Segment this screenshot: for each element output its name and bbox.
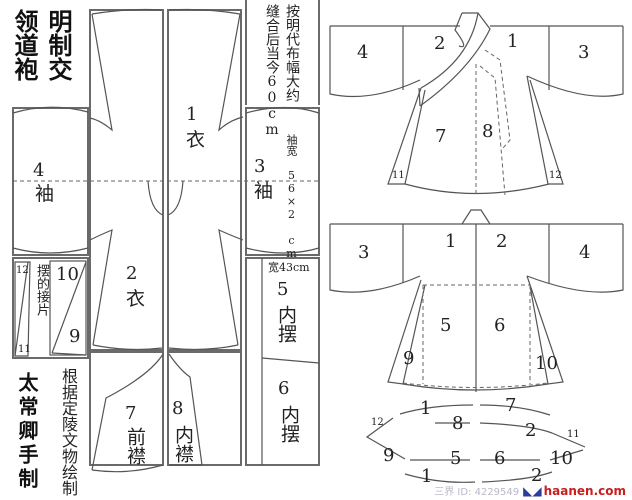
back-label-10: 10	[535, 353, 558, 374]
piece-4-number: 4	[33, 160, 45, 181]
piece-8-name: 内襟	[172, 425, 194, 463]
back-label-3: 3	[358, 242, 370, 263]
front-label-3: 3	[578, 42, 590, 63]
piece-4-sleeve-outline	[12, 106, 320, 256]
watermark: 三界 ID: 4229549◣◢haanen.com	[434, 483, 626, 498]
hem-label-2-bottom: 2	[531, 465, 543, 486]
piece-3-name: 袖	[254, 180, 274, 202]
gusset-10-label: 10	[56, 264, 79, 285]
hem-label-2-top: 2	[525, 420, 537, 441]
piece-2-name: 衣	[126, 288, 146, 310]
hem-label-1-bottom: 1	[421, 466, 433, 487]
hem-view-curves	[365, 404, 586, 483]
watermark-faint-text: 三界 ID: 4229549	[434, 487, 520, 498]
back-view-robe	[329, 209, 624, 392]
front-label-1: 1	[507, 31, 519, 52]
hem-label-1-top: 1	[420, 398, 432, 419]
title-col-right: 明制交	[44, 9, 72, 81]
piece-1-name: 衣	[186, 129, 206, 151]
gusset-11-label: 11	[18, 344, 31, 355]
piece-5-number: 5	[277, 279, 289, 300]
piece-6-number: 6	[278, 378, 290, 399]
back-label-2: 2	[496, 231, 508, 252]
hem-label-7: 7	[505, 395, 517, 416]
piece-7-number: 7	[125, 403, 137, 424]
piece-7-name: 前襟	[124, 427, 146, 465]
piece-6-name: 内摆	[278, 405, 300, 443]
piece-3-number: 3	[254, 156, 266, 177]
gusset-caption: 摆的接片	[34, 264, 49, 316]
hem-label-9: 9	[383, 445, 395, 466]
front-label-7: 7	[435, 126, 447, 147]
front-label-12: 12	[549, 170, 562, 181]
piece-3-dimension: 袖宽 56×2 cm	[285, 134, 298, 260]
piece-5-name: 内摆	[275, 305, 297, 343]
piece-3-sleeve-outline	[245, 106, 320, 256]
inner-hem-pieces-outline	[245, 257, 320, 466]
front-label-11: 11	[392, 170, 405, 181]
back-label-4: 4	[579, 242, 591, 263]
panel-pieces-outline	[89, 351, 242, 473]
hem-label-6: 6	[494, 448, 506, 469]
author-signature: 太常卿手制	[15, 372, 39, 492]
back-label-5: 5	[440, 315, 452, 336]
piece-5-dimension: 宽43cm	[268, 261, 310, 274]
piece-4-name: 袖	[35, 183, 55, 205]
watermark-logo-icon: ◣◢	[523, 484, 542, 498]
piece-1-body-outline	[167, 8, 244, 351]
back-label-1: 1	[445, 231, 457, 252]
piece-2-number: 2	[126, 263, 138, 284]
piece-1-number: 1	[186, 104, 198, 125]
hem-label-12: 12	[371, 417, 384, 428]
gusset-pieces-outline	[12, 257, 89, 359]
gusset-12-label: 12	[16, 265, 29, 276]
back-label-9: 9	[403, 348, 415, 369]
fabric-width-note-col2: 缝合后当今60cm	[264, 4, 280, 138]
front-label-4: 4	[357, 42, 369, 63]
front-label-8: 8	[482, 121, 494, 142]
gusset-9-label: 9	[69, 326, 81, 347]
watermark-site: haanen.com	[543, 484, 626, 498]
title-col-left: 领道袍	[10, 9, 38, 81]
back-label-6: 6	[494, 315, 506, 336]
hem-label-8: 8	[452, 413, 464, 434]
hem-label-5: 5	[450, 448, 462, 469]
source-note: 根据定陵文物绘制	[59, 368, 78, 496]
hem-label-11: 11	[567, 429, 580, 440]
piece-2-body-outline	[89, 8, 164, 351]
front-view-robe	[329, 12, 624, 196]
fabric-width-note-col1: 按明代布幅大约	[284, 4, 300, 102]
piece-8-number: 8	[172, 398, 184, 419]
front-label-2: 2	[434, 33, 446, 54]
hem-label-10: 10	[550, 448, 573, 469]
